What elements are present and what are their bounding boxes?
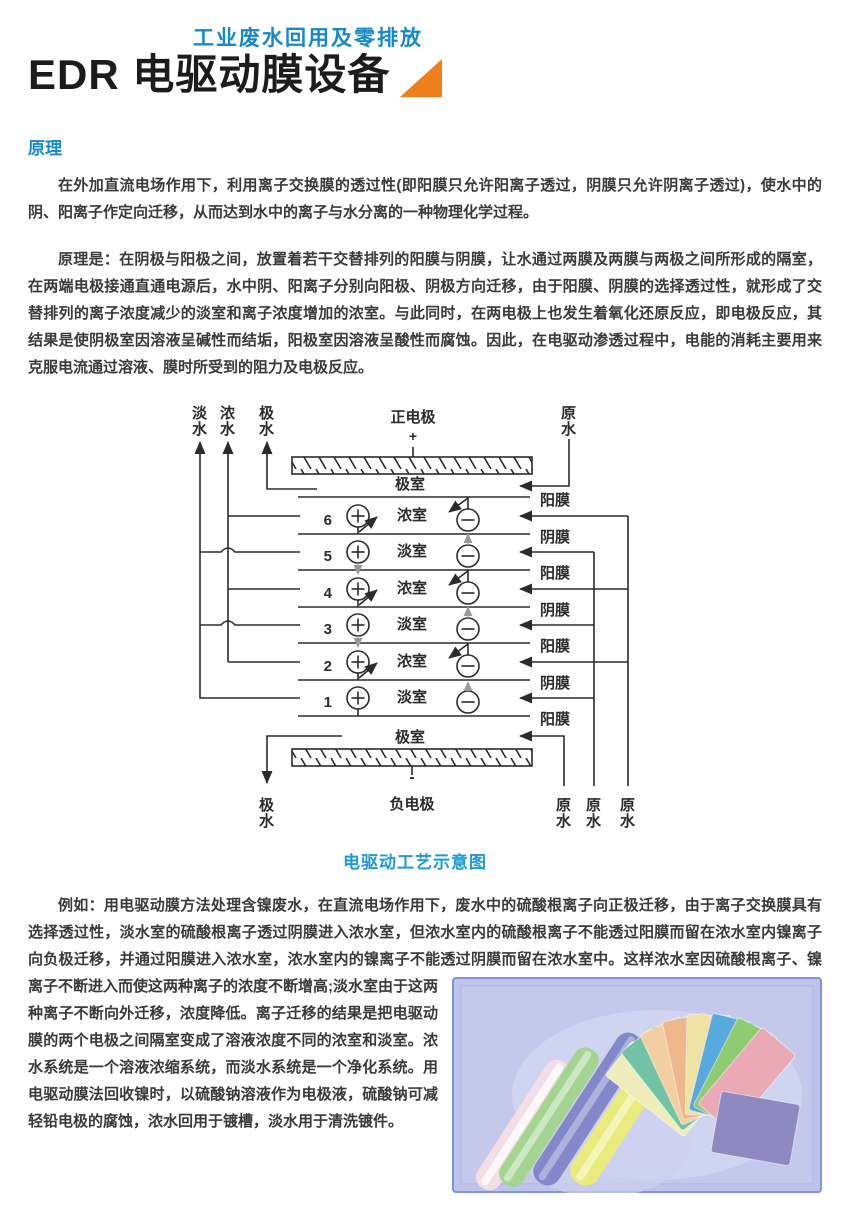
label-cell-6-type: 浓室: [396, 507, 427, 525]
label-positive-sign: +: [408, 428, 418, 445]
label-electrode-chamber-top: 极室: [394, 476, 425, 494]
section-heading: 原理: [28, 139, 62, 159]
paragraph-3-text-before-image: 例如：用电驱动膜方法处理含镍废水，在直流电场作用下，废水中的硫酸根离子向正极迁移…: [28, 897, 822, 969]
paragraph-3: 例如：用电驱动膜方法处理含镍废水，在直流电场作用下，废水中的硫酸根离子向正极迁移…: [28, 892, 822, 1194]
paragraph-3-text-after-image: 酸根离子、镍离子不断进入而使这两种离子的浓度不断增高;淡水室由于这两种离子不断向…: [28, 951, 822, 1131]
label-cell-5-type: 淡室: [396, 543, 427, 561]
label-cell-4-type: 浓室: [396, 580, 427, 598]
label-membrane-7: 阳膜: [540, 711, 571, 729]
label-negative-electrode: 负电极: [389, 796, 435, 814]
process-diagram-lines: [194, 439, 629, 787]
label-negative-sign: -: [409, 769, 415, 787]
label-electrode-chamber-bottom: 极室: [394, 729, 425, 747]
label-membrane-2: 阴膜: [540, 529, 571, 547]
paragraph-1: 在外加直流电场作用下，利用离子交换膜的透过性(即阳膜只允许阳离子透过，阴膜只允许…: [28, 177, 822, 222]
process-diagram: 淡水 浓水 极水 正电极 + 原水 极室 阳膜 阴膜 阳膜 阴膜 阳膜 阴膜 阳…: [0, 401, 850, 873]
label-raw-water-bottom-1: 原水: [555, 797, 571, 831]
label-cell-6-number: 6: [323, 512, 332, 530]
label-concentrate-outlet: 浓水: [219, 405, 235, 439]
label-membrane-6: 阴膜: [540, 675, 571, 693]
label-cell-2-number: 2: [323, 658, 332, 676]
label-membrane-1: 阳膜: [540, 492, 571, 510]
label-membrane-5: 阳膜: [540, 638, 571, 656]
label-raw-water-top: 原水: [560, 405, 576, 439]
label-cell-2-type: 浓室: [396, 653, 427, 671]
label-fresh-water-outlet: 淡水: [191, 405, 207, 439]
tagline: 工业废水回用及零排放: [193, 27, 423, 50]
label-cell-3-number: 3: [323, 621, 332, 639]
label-positive-electrode: 正电极: [390, 409, 436, 427]
header: 工业废水回用及零排放 EDR 电驱动膜设备: [0, 0, 850, 98]
label-raw-water-bottom-2: 原水: [585, 797, 601, 831]
membrane-photo: [452, 977, 822, 1194]
label-cell-1-type: 淡室: [396, 689, 427, 707]
membrane-photo-graphic: [452, 977, 822, 1194]
label-cell-5-number: 5: [323, 548, 332, 566]
label-cell-4-number: 4: [323, 585, 332, 603]
diagram-caption: 电驱动工艺示意图: [343, 853, 487, 873]
label-cell-1-number: 1: [323, 694, 332, 712]
paragraph-2: 原理是：在阴极与阳极之间，放置着若干交替排列的阳膜与阴膜，让水通过两膜及两膜与两…: [28, 251, 822, 377]
label-electrode-water-bottom: 极水: [258, 797, 274, 831]
label-membrane-4: 阴膜: [540, 602, 571, 620]
title-row: EDR 电驱动膜设备: [28, 51, 850, 98]
page-title: EDR 电驱动膜设备: [28, 51, 391, 98]
label-cell-3-type: 淡室: [396, 616, 427, 634]
label-electrode-water-top: 极水: [258, 405, 274, 439]
orange-triangle-icon: [400, 59, 443, 98]
label-membrane-3: 阳膜: [540, 565, 571, 583]
label-raw-water-bottom-3: 原水: [619, 797, 635, 831]
